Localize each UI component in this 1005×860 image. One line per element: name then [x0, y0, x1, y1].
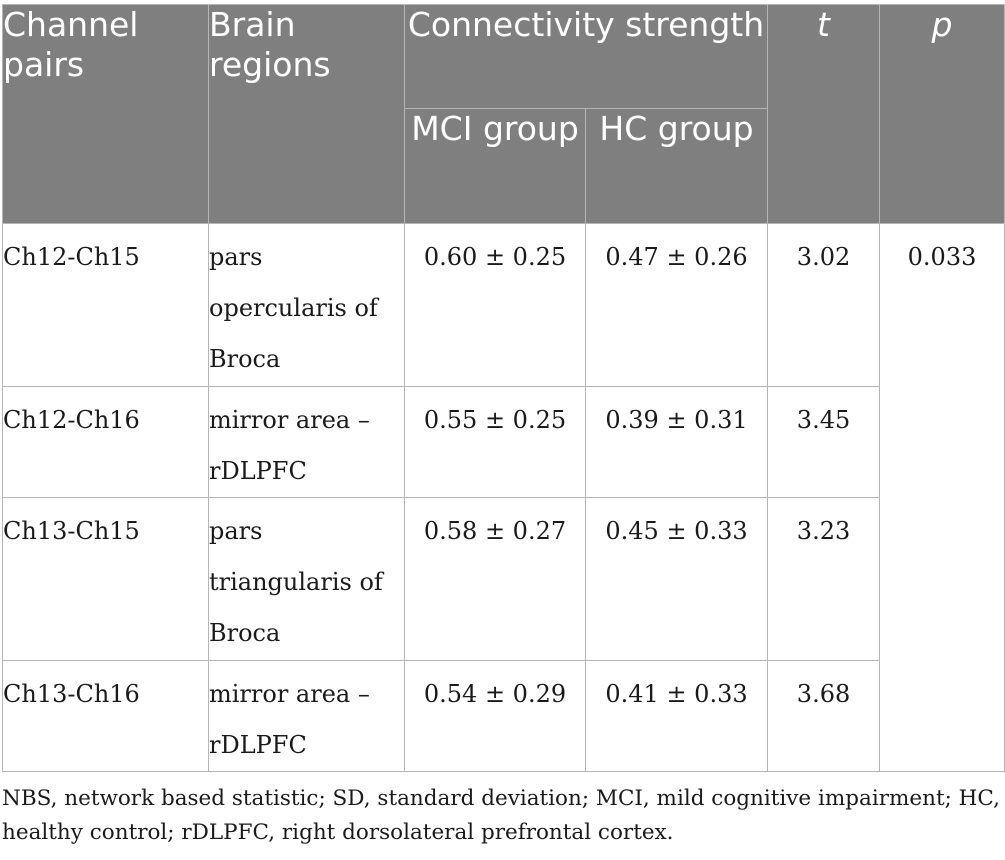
t-cell: 3.23 — [767, 497, 881, 661]
header-mci-group: MCI group — [404, 108, 586, 224]
header-t: t — [767, 4, 881, 224]
region-cell: mirror area – rDLPFC — [208, 660, 405, 772]
table-row: Ch12-Ch16 mirror area – rDLPFC 0.55 ± 0.… — [2, 386, 1005, 498]
region-cell: mirror area – rDLPFC — [208, 386, 405, 498]
table-row: Ch13-Ch15 pars triangularis of Broca 0.5… — [2, 497, 1005, 661]
mci-cell: 0.58 ± 0.27 — [404, 497, 586, 661]
t-cell: 3.02 — [767, 223, 881, 387]
hc-cell: 0.39 ± 0.31 — [584, 386, 769, 498]
subheader-row: MCI group HC group — [3, 108, 1005, 224]
header-hc-group: HC group — [584, 108, 769, 224]
hc-cell: 0.47 ± 0.26 — [584, 223, 769, 387]
mci-cell: 0.55 ± 0.25 — [404, 386, 586, 498]
channel-cell: Ch13-Ch16 — [2, 660, 209, 772]
results-table: Channel pairs Brain regions Connectivity… — [2, 4, 1005, 772]
header-p: p — [879, 4, 1005, 224]
table-footnote: NBS, network based statistic; SD, standa… — [2, 786, 1000, 845]
region-cell: pars opercularis of Broca — [208, 223, 405, 387]
header-row: Channel pairs Brain regions Connectivity… — [2, 4, 1005, 224]
header-connectivity-strength: Connectivity strength — [403, 4, 769, 109]
channel-cell: Ch13-Ch15 — [2, 497, 209, 661]
header-brain-regions: Brain regions — [208, 4, 405, 224]
table-row: Ch12-Ch15 pars opercularis of Broca 0.60… — [2, 223, 1005, 772]
hc-cell: 0.41 ± 0.33 — [584, 660, 769, 772]
header-channel-pairs: Channel pairs — [2, 4, 209, 224]
t-cell: 3.68 — [767, 660, 881, 772]
p-value-cell: 0.033 — [879, 223, 1005, 772]
channel-cell: Ch12-Ch15 — [2, 223, 209, 387]
channel-cell: Ch12-Ch16 — [2, 386, 209, 498]
mci-cell: 0.54 ± 0.29 — [404, 660, 586, 772]
table-row: Ch13-Ch16 mirror area – rDLPFC 0.54 ± 0.… — [2, 660, 1005, 772]
t-cell: 3.45 — [767, 386, 881, 498]
region-cell: pars triangularis of Broca — [208, 497, 405, 661]
mci-cell: 0.60 ± 0.25 — [404, 223, 586, 387]
hc-cell: 0.45 ± 0.33 — [584, 497, 769, 661]
